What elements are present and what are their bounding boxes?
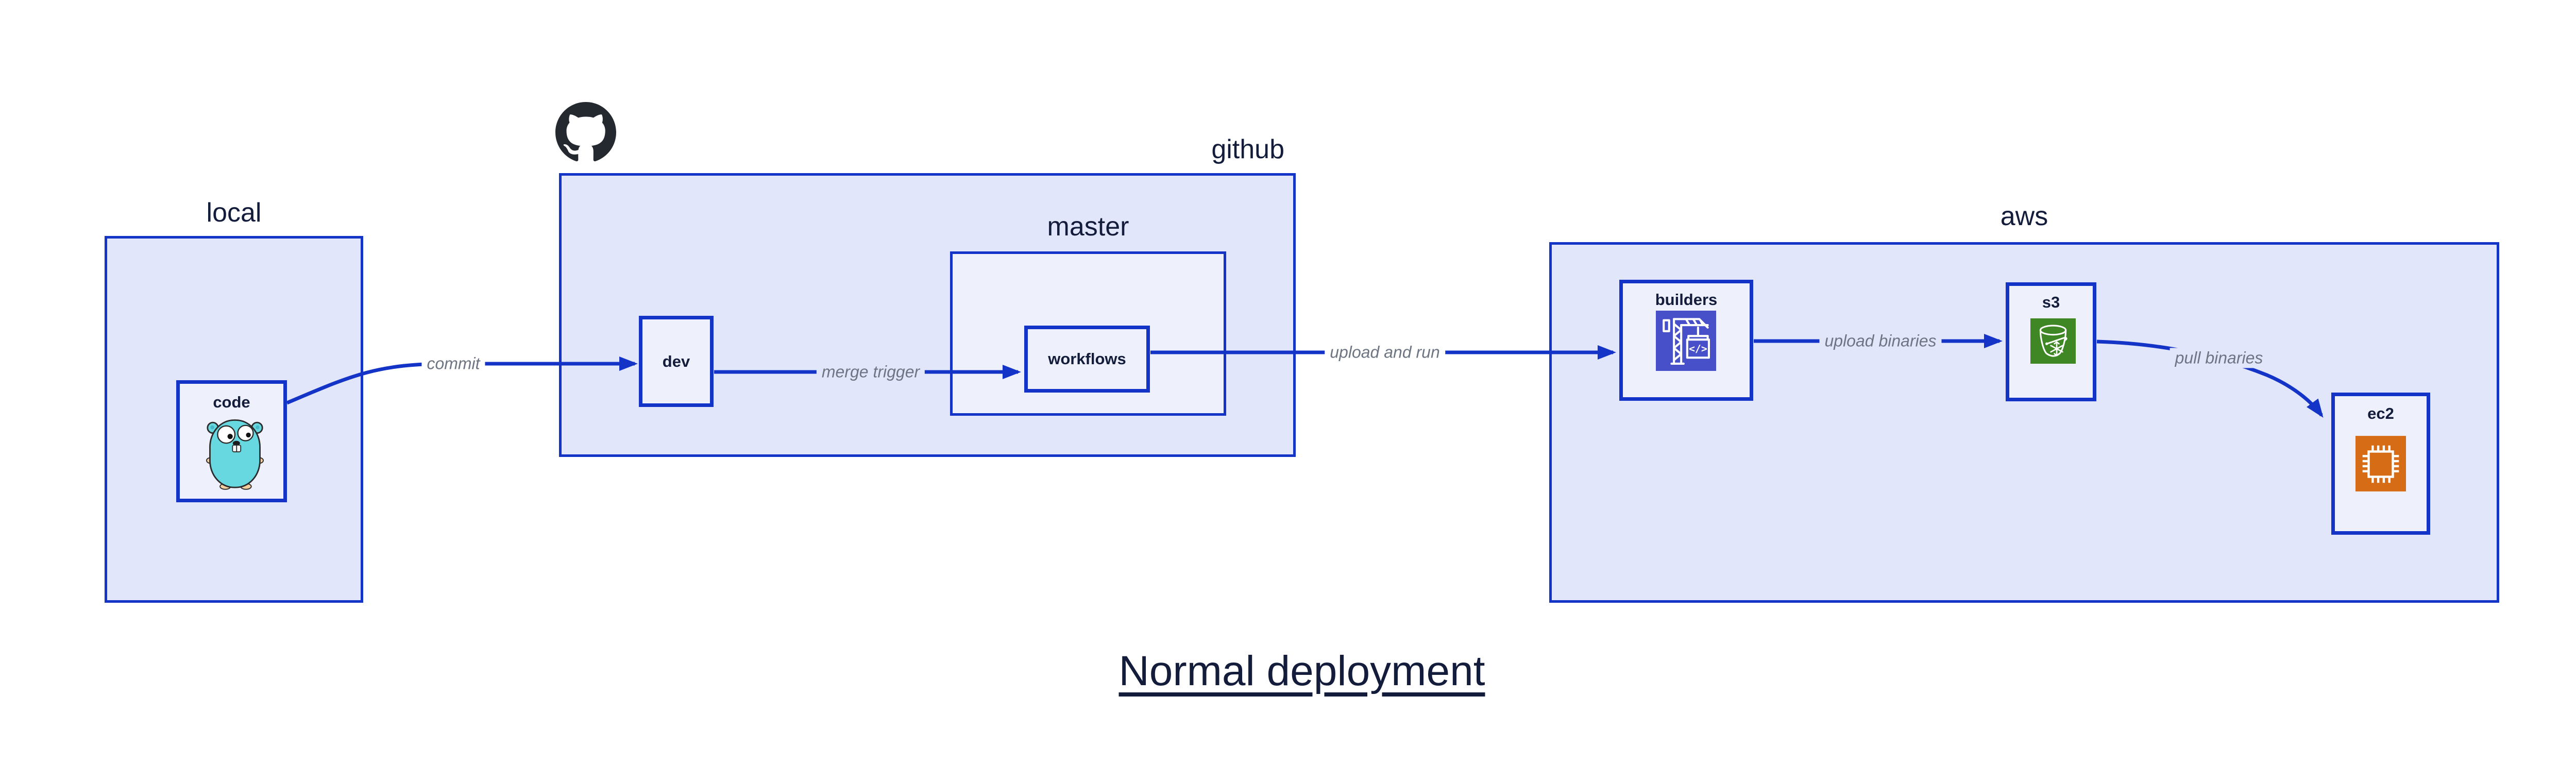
node-ec2-label: ec2 — [2367, 404, 2394, 422]
node-builders-label: builders — [1655, 291, 1718, 309]
go-gopher-icon — [206, 419, 264, 490]
node-code-label: code — [213, 393, 250, 411]
ec2-chip-icon — [2355, 436, 2406, 491]
node-builders: builders </> — [1619, 280, 1753, 401]
node-dev: dev — [639, 316, 714, 407]
edge-label-pull-binaries: pull binaries — [2170, 348, 2268, 368]
container-label-local: local — [206, 198, 262, 228]
node-code: code — [176, 380, 287, 502]
edge-label-commit: commit — [421, 353, 485, 374]
container-label-master: master — [1047, 212, 1129, 242]
s3-glacier-bucket-icon — [2030, 318, 2076, 364]
codebuild-crane-icon: </> — [1656, 311, 1716, 371]
edge-label-upload-binaries: upload binaries — [1819, 331, 1942, 351]
container-label-aws: aws — [2000, 201, 2048, 231]
node-s3-label: s3 — [2042, 293, 2060, 311]
github-octocat-icon — [555, 102, 616, 162]
node-s3: s3 — [2006, 282, 2096, 401]
edge-label-merge-trigger: merge trigger — [816, 362, 925, 382]
node-workflows: workflows — [1024, 326, 1150, 393]
container-label-github: github — [1211, 134, 1284, 164]
edge-label-upload-and-run: upload and run — [1325, 342, 1445, 363]
node-ec2: ec2 — [2331, 393, 2430, 535]
codebuild-icon-code-glyph: </> — [1689, 343, 1707, 355]
diagram-title: Normal deployment — [1118, 648, 1485, 694]
node-workflows-label: workflows — [1048, 350, 1126, 368]
node-dev-label: dev — [662, 352, 690, 370]
